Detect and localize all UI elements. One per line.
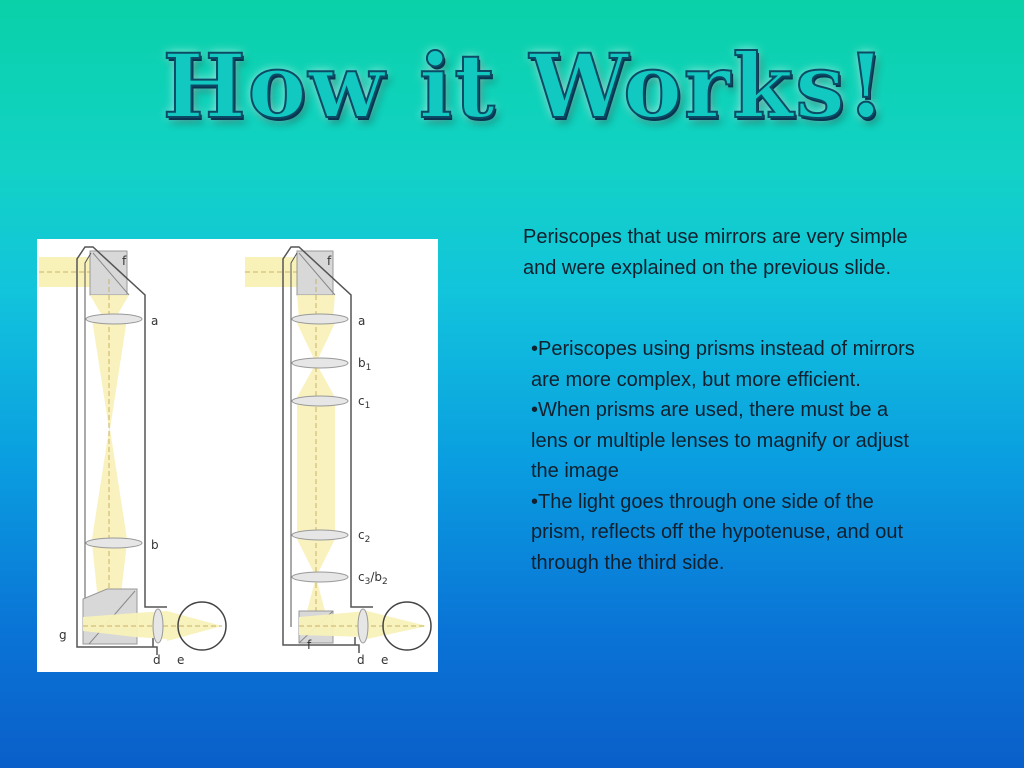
periscope-diagram: f a b g d e — [37, 239, 438, 672]
right-periscope: f a b1 c1 c2 c3/b2 f d e — [245, 246, 432, 667]
left-periscope: f a b g d e — [39, 246, 227, 667]
right-lens-c2 — [291, 529, 349, 541]
left-label-g: g — [59, 628, 67, 642]
right-label-f-top: f — [327, 254, 332, 268]
right-tube-outline — [282, 246, 373, 627]
left-outgoing-beam-1 — [83, 611, 167, 639]
periscope-diagram-svg: f a b g d e — [39, 246, 432, 667]
right-lens-a — [291, 313, 349, 325]
bullet-item: •When prisms are used, there must be a l… — [531, 399, 909, 482]
left-top-prism-hypotenuse — [92, 252, 130, 296]
left-tube-inner — [84, 252, 92, 627]
left-eye-e — [177, 601, 227, 651]
right-lens-b1 — [291, 357, 349, 369]
right-tube-bottom — [282, 627, 360, 653]
right-label-a: a — [358, 314, 365, 328]
left-outgoing-beam-2 — [167, 611, 222, 641]
left-label-d: d — [153, 653, 161, 667]
right-beam-5 — [295, 535, 337, 577]
right-outgoing-beam-1 — [299, 611, 367, 637]
right-outgoing-beam-2 — [367, 611, 427, 639]
left-label-e: e — [177, 653, 184, 667]
right-label-c1: c1 — [358, 394, 370, 411]
right-lens-c3-b2 — [291, 571, 349, 583]
right-label-c3-b2: c3/b2 — [358, 570, 388, 587]
left-tube-outline — [76, 246, 167, 627]
left-beam-2 — [92, 319, 127, 429]
right-label-d: d — [357, 653, 365, 667]
left-lens-a — [85, 313, 143, 325]
right-label-e: e — [381, 653, 388, 667]
left-lens-b — [85, 537, 143, 549]
slide-title: How it Works! — [162, 33, 888, 139]
right-tube-inner — [290, 252, 298, 627]
right-lens-d — [357, 608, 369, 644]
right-label-b1: b1 — [358, 356, 371, 373]
left-label-f: f — [122, 254, 127, 268]
left-lens-d — [152, 608, 164, 644]
right-beam-2 — [295, 319, 337, 363]
bullet-item: •The light goes through one side of the … — [531, 490, 904, 574]
right-eye-e — [382, 601, 432, 651]
left-tube-bottom — [76, 627, 158, 655]
right-label-c2: c2 — [358, 528, 370, 545]
right-top-prism-hypotenuse — [298, 252, 336, 296]
right-beam-3 — [295, 363, 337, 401]
bullet-item: •Periscopes using prisms instead of mirr… — [531, 338, 915, 391]
left-label-b: b — [151, 538, 159, 552]
right-label-f-bottom: f — [307, 638, 312, 652]
left-beam-3 — [92, 429, 127, 539]
right-lens-c1 — [291, 395, 349, 407]
left-label-a: a — [151, 314, 158, 328]
bullet-list: •Periscopes using prisms instead of mirr… — [531, 334, 919, 578]
intro-paragraph: Periscopes that use mirrors are very sim… — [523, 226, 908, 279]
